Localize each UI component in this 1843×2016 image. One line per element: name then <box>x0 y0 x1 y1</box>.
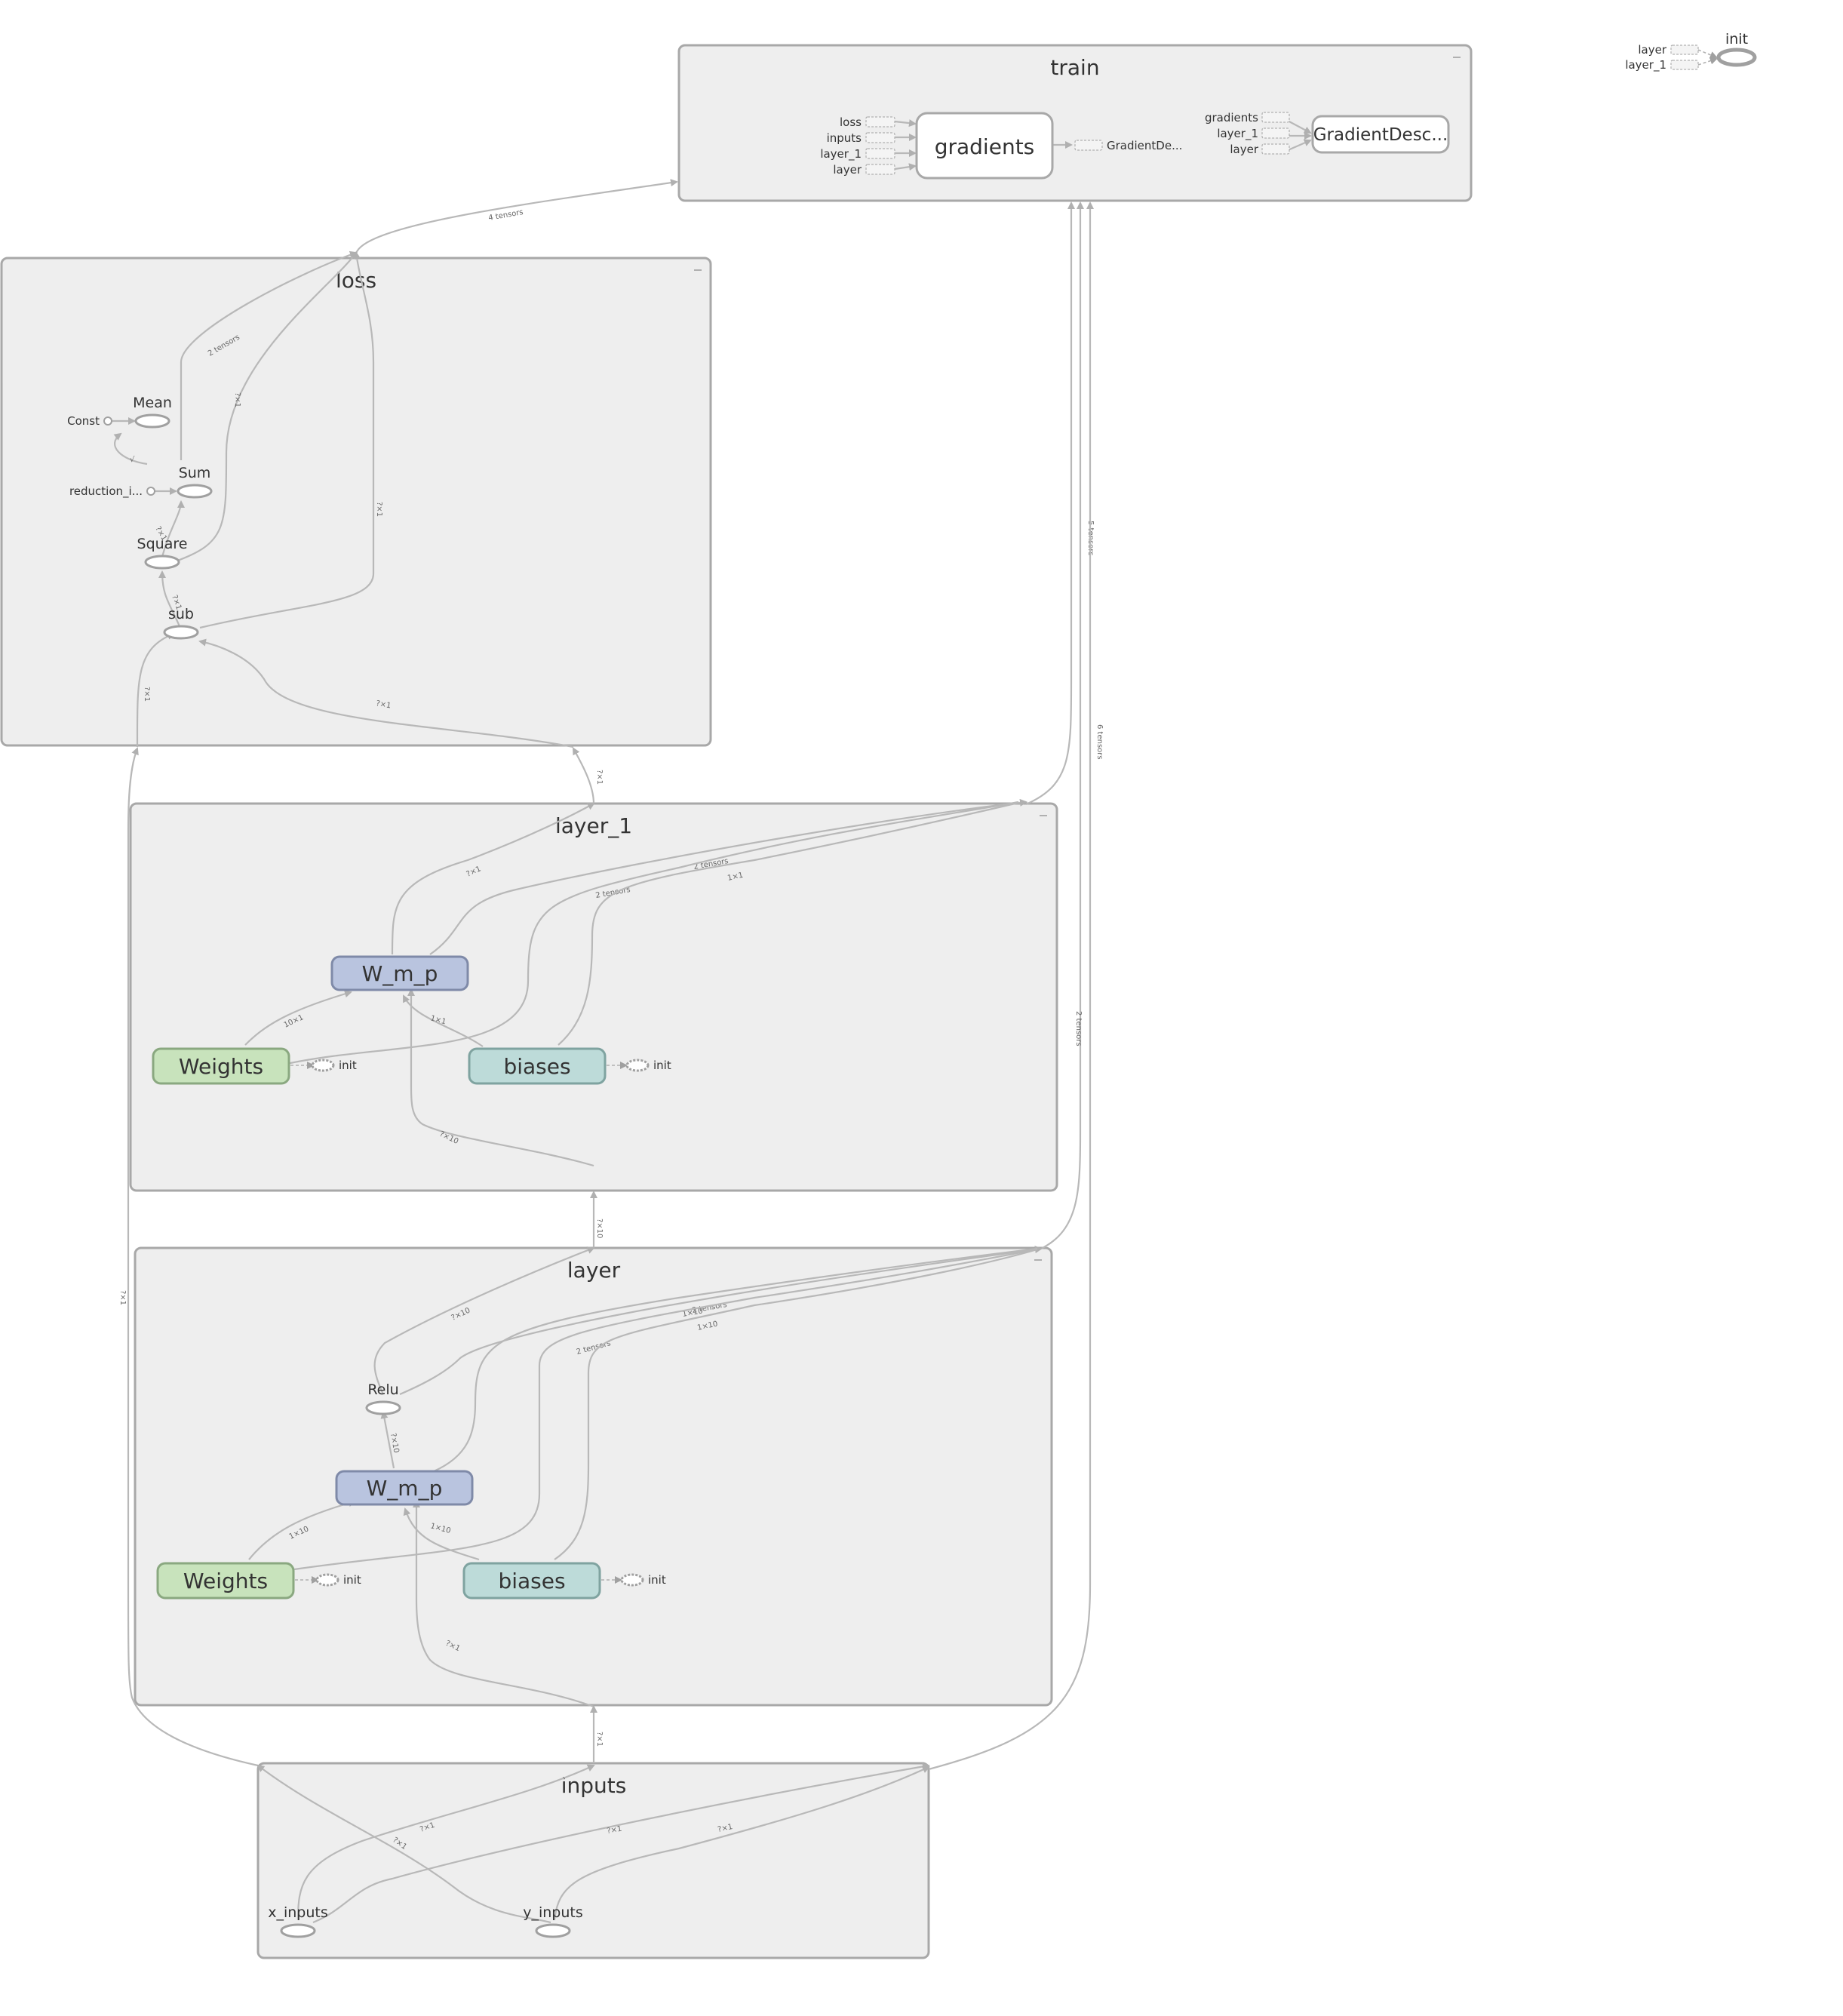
svg-text:init: init <box>648 1573 666 1587</box>
svg-text:init: init <box>339 1059 357 1072</box>
gradients-node[interactable]: gradients <box>915 112 1054 180</box>
layer-wmp-node[interactable]: W_m_p <box>335 1470 474 1506</box>
svg-text:?×1: ?×1 <box>143 687 151 702</box>
svg-text:layer_1: layer_1 <box>1217 127 1258 141</box>
svg-text:x_inputs: x_inputs <box>268 1904 328 1921</box>
svg-text:2 tensors: 2 tensors <box>1074 1011 1083 1046</box>
svg-text:?×1: ?×1 <box>595 770 604 785</box>
loss-title: loss <box>336 268 376 293</box>
init-node[interactable]: layer layer_1 init <box>1625 31 1757 72</box>
layer-1-biases-init[interactable]: init <box>607 1059 671 1072</box>
train-group[interactable]: train <box>677 44 1473 202</box>
svg-text:√: √ <box>130 456 135 464</box>
edges: 4 tensors 2 tensors ?×1 ?×1 √ ?×1 ?×1 ?×… <box>110 119 1312 1924</box>
layer-biases-node[interactable]: biases <box>462 1562 601 1600</box>
train-gradient-inputs: loss inputs layer_1 layer <box>820 115 917 177</box>
inputs-group[interactable]: inputs <box>256 1762 930 1959</box>
reduction-node[interactable]: reduction_i... <box>69 484 155 499</box>
loss-group[interactable]: loss <box>0 257 712 747</box>
svg-text:sub: sub <box>168 606 194 622</box>
svg-text:?×1: ?×1 <box>375 699 392 710</box>
svg-text:Const: Const <box>67 414 100 428</box>
layer-biases-init[interactable]: init <box>601 1573 666 1587</box>
svg-text:W_m_p: W_m_p <box>367 1476 443 1501</box>
svg-text:layer: layer <box>1230 143 1258 156</box>
svg-text:init: init <box>653 1059 671 1072</box>
layer-1-group[interactable]: layer_1 <box>129 802 1058 1192</box>
y-inputs-node[interactable]: y_inputs <box>523 1904 583 1938</box>
svg-text:layer_1: layer_1 <box>1625 58 1666 72</box>
square-node[interactable]: Square <box>137 536 188 570</box>
svg-text:gradients: gradients <box>935 134 1035 159</box>
svg-text:biases: biases <box>503 1054 570 1079</box>
gd-inputs: gradients layer_1 layer <box>1205 111 1290 156</box>
svg-text:?×10: ?×10 <box>595 1219 604 1238</box>
svg-text:?×1: ?×1 <box>595 1732 604 1747</box>
svg-text:?×1: ?×1 <box>607 1825 623 1836</box>
svg-text:layer: layer <box>1638 43 1666 57</box>
svg-text:layer: layer <box>833 163 862 177</box>
train-title: train <box>1050 55 1099 80</box>
svg-text:?×1: ?×1 <box>717 1823 733 1834</box>
svg-text:init: init <box>1725 31 1748 48</box>
mean-node[interactable]: Mean <box>133 395 172 429</box>
svg-text:6 tensors: 6 tensors <box>1095 724 1104 760</box>
svg-text:init: init <box>343 1573 361 1587</box>
svg-text:?×1: ?×1 <box>118 1290 127 1305</box>
svg-text:1×1: 1×1 <box>726 871 744 883</box>
svg-text:Weights: Weights <box>179 1054 263 1079</box>
svg-text:inputs: inputs <box>827 131 862 145</box>
layer-weights-init[interactable]: init <box>295 1573 361 1587</box>
svg-text:loss: loss <box>840 115 862 129</box>
sum-node[interactable]: Sum <box>177 465 213 499</box>
svg-text:?×10: ?×10 <box>389 1433 400 1454</box>
svg-text:1×1: 1×1 <box>429 1014 447 1026</box>
layer-weights-node[interactable]: Weights <box>156 1562 295 1600</box>
svg-text:gradients: gradients <box>1205 111 1258 124</box>
layer-1-weights-node[interactable]: Weights <box>152 1047 290 1085</box>
svg-text:Sum: Sum <box>179 465 211 481</box>
gradient-descent-node[interactable]: GradientDesc... <box>1311 115 1450 154</box>
svg-text:GradientDe...: GradientDe... <box>1107 139 1182 152</box>
svg-text:GradientDesc...: GradientDesc... <box>1313 125 1448 145</box>
svg-text:Mean: Mean <box>133 395 172 411</box>
svg-text:layer_1: layer_1 <box>820 147 862 161</box>
svg-text:y_inputs: y_inputs <box>523 1904 583 1921</box>
inputs-title: inputs <box>561 1773 627 1798</box>
layer-1-weights-init[interactable]: init <box>290 1059 357 1072</box>
x-inputs-node[interactable]: x_inputs <box>268 1904 328 1938</box>
svg-text:?×1: ?×1 <box>233 392 241 407</box>
layer-1-wmp-node[interactable]: W_m_p <box>330 955 469 991</box>
svg-text:Weights: Weights <box>183 1569 268 1593</box>
gradient-de-output: GradientDe... <box>1074 139 1182 152</box>
sub-node[interactable]: sub <box>163 606 199 640</box>
svg-text:Square: Square <box>137 536 188 552</box>
svg-text:W_m_p: W_m_p <box>362 961 438 986</box>
svg-text:?×1: ?×1 <box>375 502 383 517</box>
svg-text:biases: biases <box>498 1569 565 1593</box>
layer-group[interactable]: layer <box>134 1246 1053 1707</box>
layer-title: layer <box>567 1258 621 1283</box>
relu-node[interactable]: Relu <box>365 1381 401 1415</box>
svg-text:Relu: Relu <box>367 1381 398 1398</box>
svg-text:reduction_i...: reduction_i... <box>69 484 143 499</box>
const-node[interactable]: Const <box>67 414 112 428</box>
layer-1-biases-node[interactable]: biases <box>468 1047 607 1085</box>
